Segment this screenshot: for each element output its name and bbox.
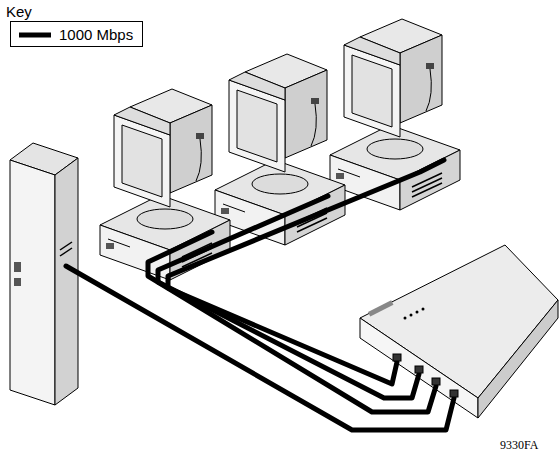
key-heading: Key bbox=[6, 3, 32, 20]
legend-box: 1000 Mbps bbox=[10, 21, 143, 47]
legend-line-sample bbox=[19, 33, 51, 38]
figure-number: 9330FA bbox=[500, 438, 538, 453]
legend-text: 1000 Mbps bbox=[59, 26, 133, 43]
